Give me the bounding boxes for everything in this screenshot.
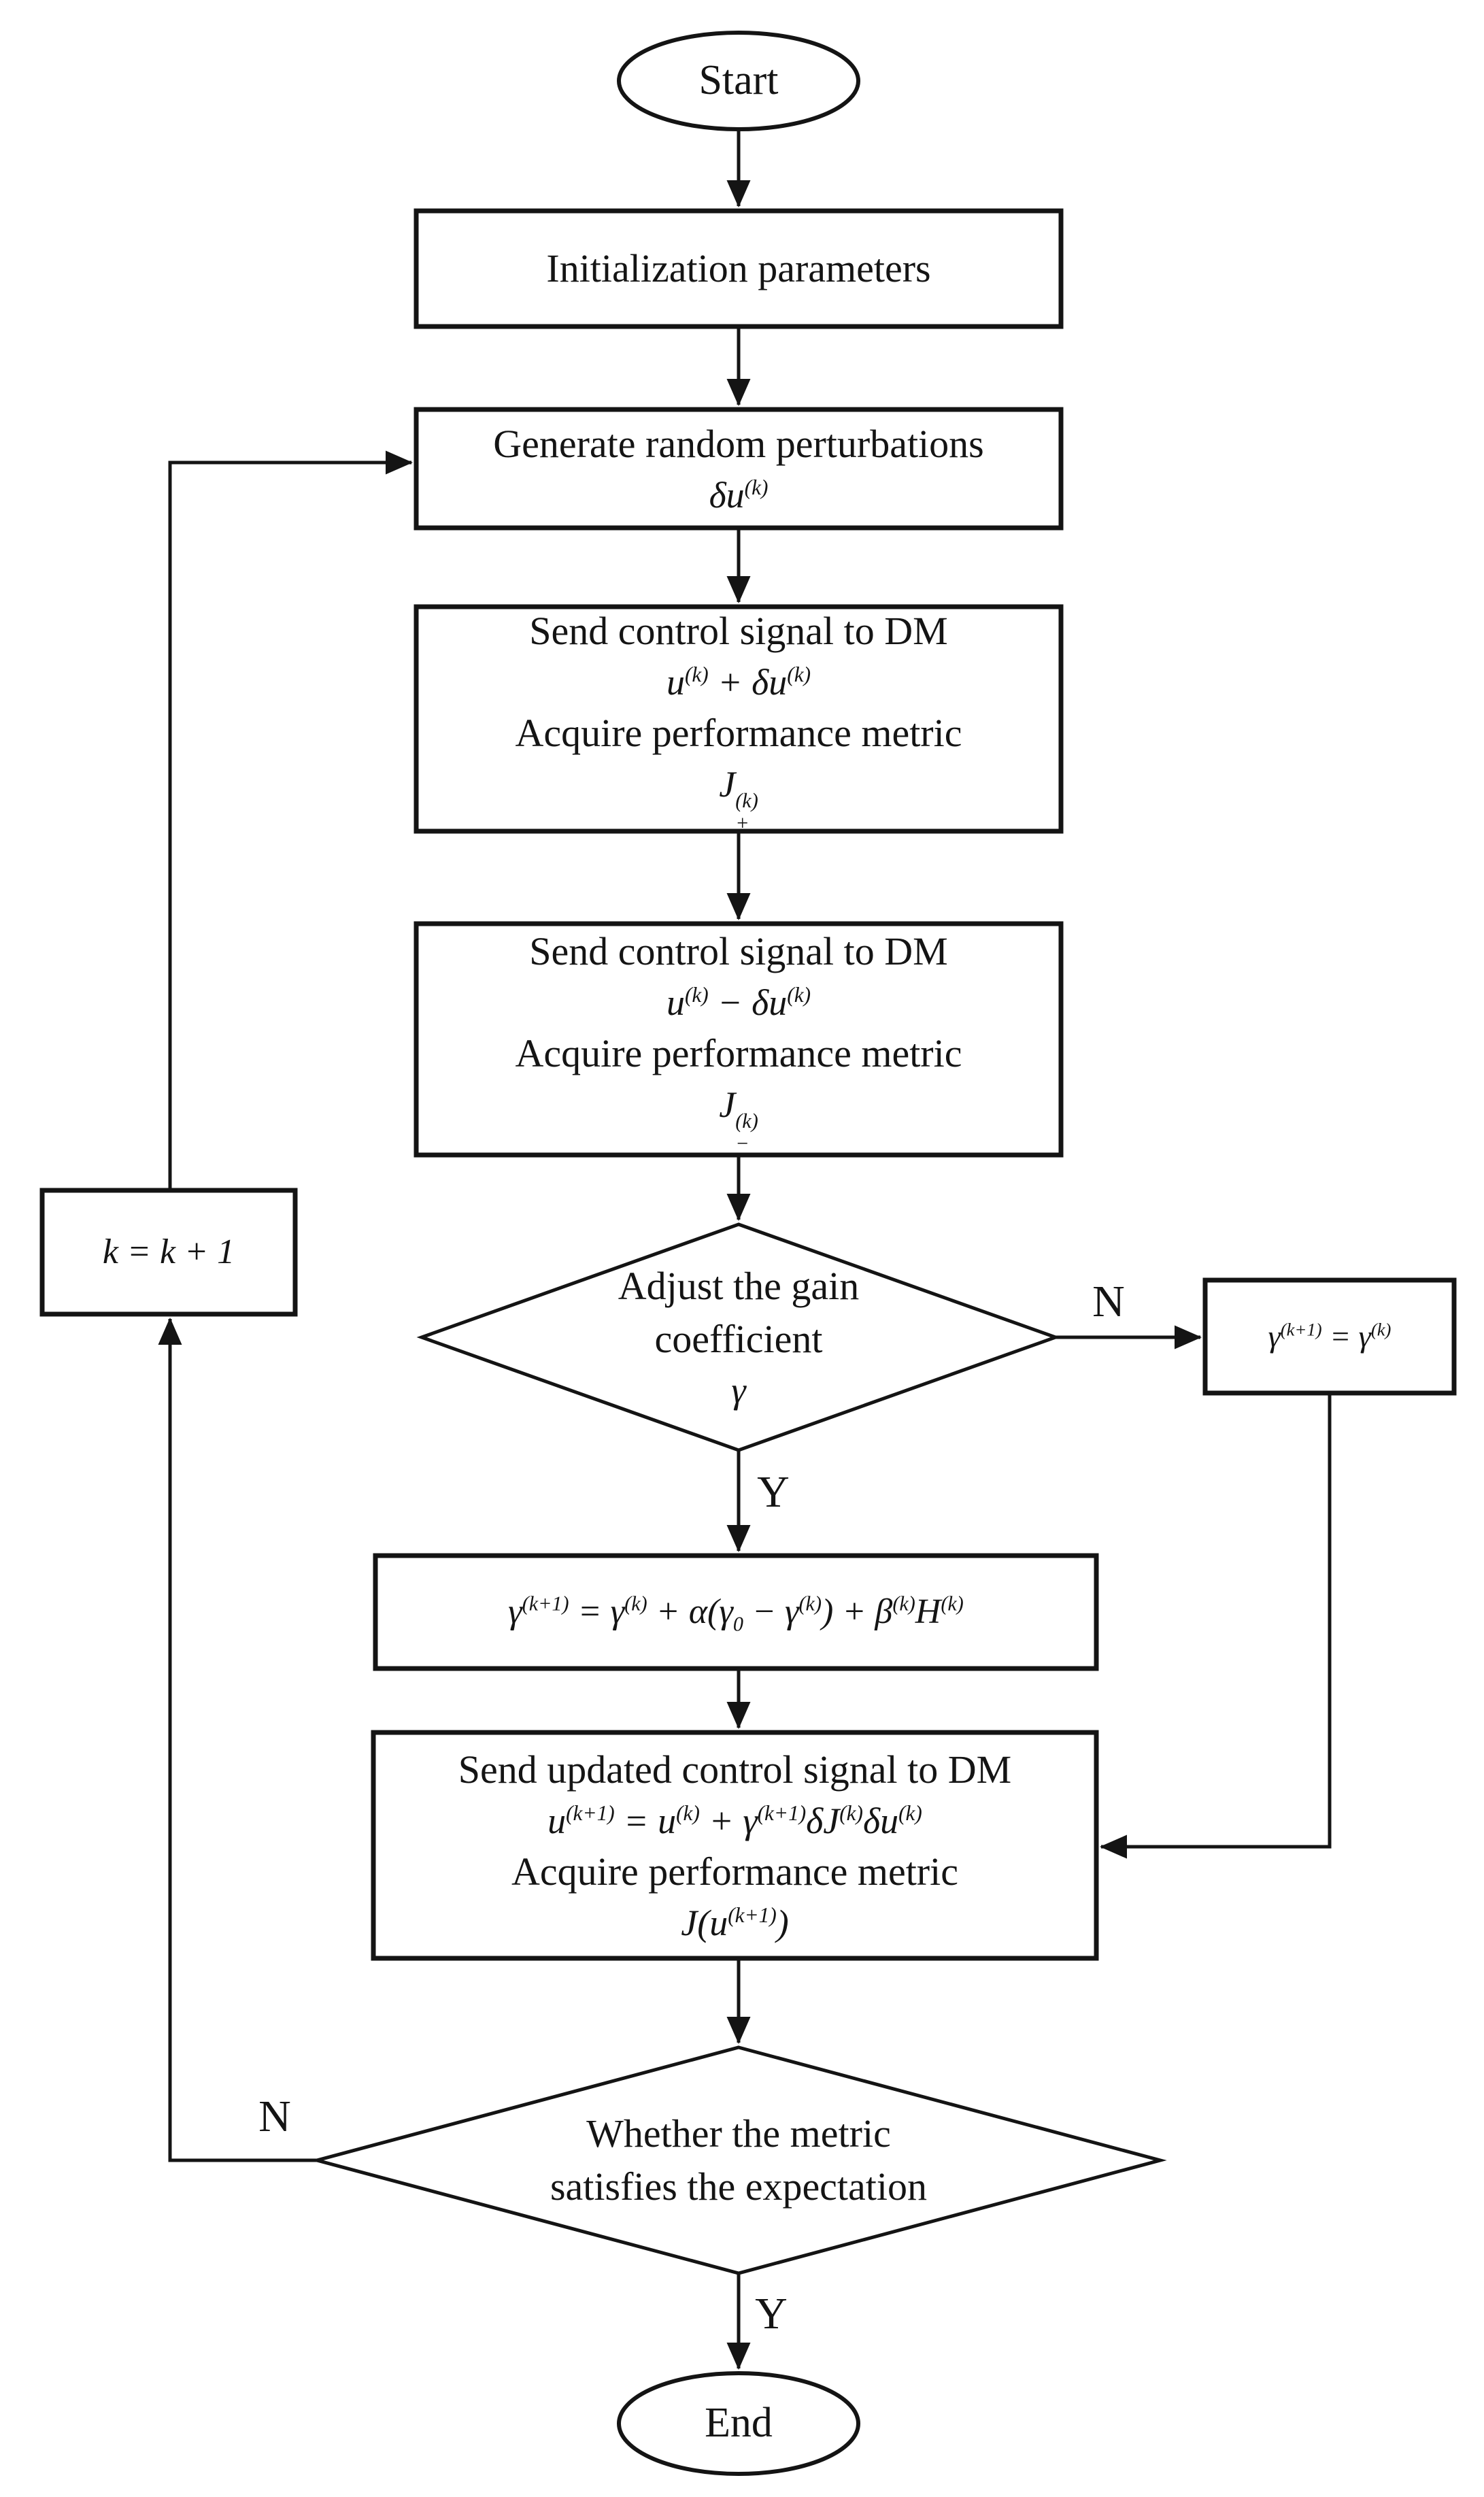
metric-decision-yes-label: Y (755, 2289, 788, 2339)
send-plus-process-shape (414, 604, 1064, 834)
start-terminator: Start (619, 33, 858, 129)
send-updated-metric: J(u(k+1)) (681, 1902, 789, 1943)
increment-process: k = k + 1 (42, 1190, 295, 1314)
send-minus-formula: u(k) − δu(k) (666, 982, 811, 1023)
gain-decision: Adjust the gain coefficient γ (501, 1249, 977, 1426)
end-terminator-shape (617, 2371, 860, 2476)
metric-decision-line1: Whether the metric (586, 2111, 891, 2156)
edge-gain-keep-to-send-updated (1099, 1393, 1332, 1859)
send-minus-subtitle: Acquire performance metric (515, 1031, 962, 1076)
generate-formula: δu(k) (709, 474, 769, 516)
send-minus-title: Send control signal to DM (529, 929, 948, 974)
metric-decision-no-label: N (258, 2092, 291, 2141)
gain-decision-yes-label: Y (757, 1467, 790, 1517)
send-updated-process-shape (371, 1730, 1099, 1961)
send-updated-process: Send updated control signal to DM u(k+1)… (373, 1732, 1096, 1958)
generate-title: Generate random perturbations (493, 421, 984, 466)
send-updated-formula: u(k+1) = u(k) + γ(k+1)δJ(k)δu(k) (547, 1800, 922, 1841)
edge-metric-decision-no (158, 1317, 317, 2162)
init-process-shape (414, 208, 1064, 329)
gain-update-process-shape (373, 1553, 1099, 1671)
gain-keep-process-shape (1202, 1277, 1457, 1396)
gain-keep-process: γ(k+1) = γ(k) (1205, 1280, 1454, 1393)
send-plus-title: Send control signal to DM (529, 609, 948, 654)
gain-decision-line2: coefficient (654, 1316, 823, 1361)
send-updated-subtitle: Acquire performance metric (511, 1849, 958, 1894)
metric-decision-line2: satisfies the expectation (550, 2164, 928, 2209)
init-title: Initialization parameters (546, 246, 931, 291)
generate-process-shape (414, 407, 1064, 531)
edge-increment-to-generate (168, 450, 414, 1190)
send-minus-process: Send control signal to DM u(k) − δu(k) A… (416, 924, 1061, 1155)
send-updated-title: Send updated control signal to DM (458, 1747, 1012, 1792)
gain-decision-no-label: N (1092, 1277, 1125, 1326)
increment-process-shape (39, 1188, 298, 1317)
send-plus-process: Send control signal to DM u(k) + δu(k) A… (416, 607, 1061, 835)
init-process: Initialization parameters (416, 211, 1061, 326)
gain-keep-formula: γ(k+1) = γ(k) (1268, 1319, 1392, 1354)
gain-decision-symbol: γ (731, 1369, 746, 1411)
send-minus-metric: J(k)− (719, 1084, 758, 1155)
send-plus-subtitle: Acquire performance metric (515, 711, 962, 756)
generate-process: Generate random perturbations δu(k) (416, 409, 1061, 528)
gain-decision-line1: Adjust the gain (618, 1264, 860, 1309)
gain-update-formula: γ(k+1) = γ(k) + α(γ0 − γ(k)) + β(k)H(k) (508, 1592, 964, 1636)
send-plus-metric: J(k)+ (719, 763, 758, 835)
end-label: End (705, 2400, 773, 2447)
end-terminator: End (619, 2373, 858, 2474)
metric-decision: Whether the metric satisfies the expecta… (467, 2092, 1011, 2228)
increment-formula: k = k + 1 (102, 1233, 235, 1272)
gain-update-process: γ(k+1) = γ(k) + α(γ0 − γ(k)) + β(k)H(k) (375, 1556, 1096, 1669)
send-plus-formula: u(k) + δu(k) (666, 661, 811, 703)
start-label: Start (698, 57, 779, 104)
